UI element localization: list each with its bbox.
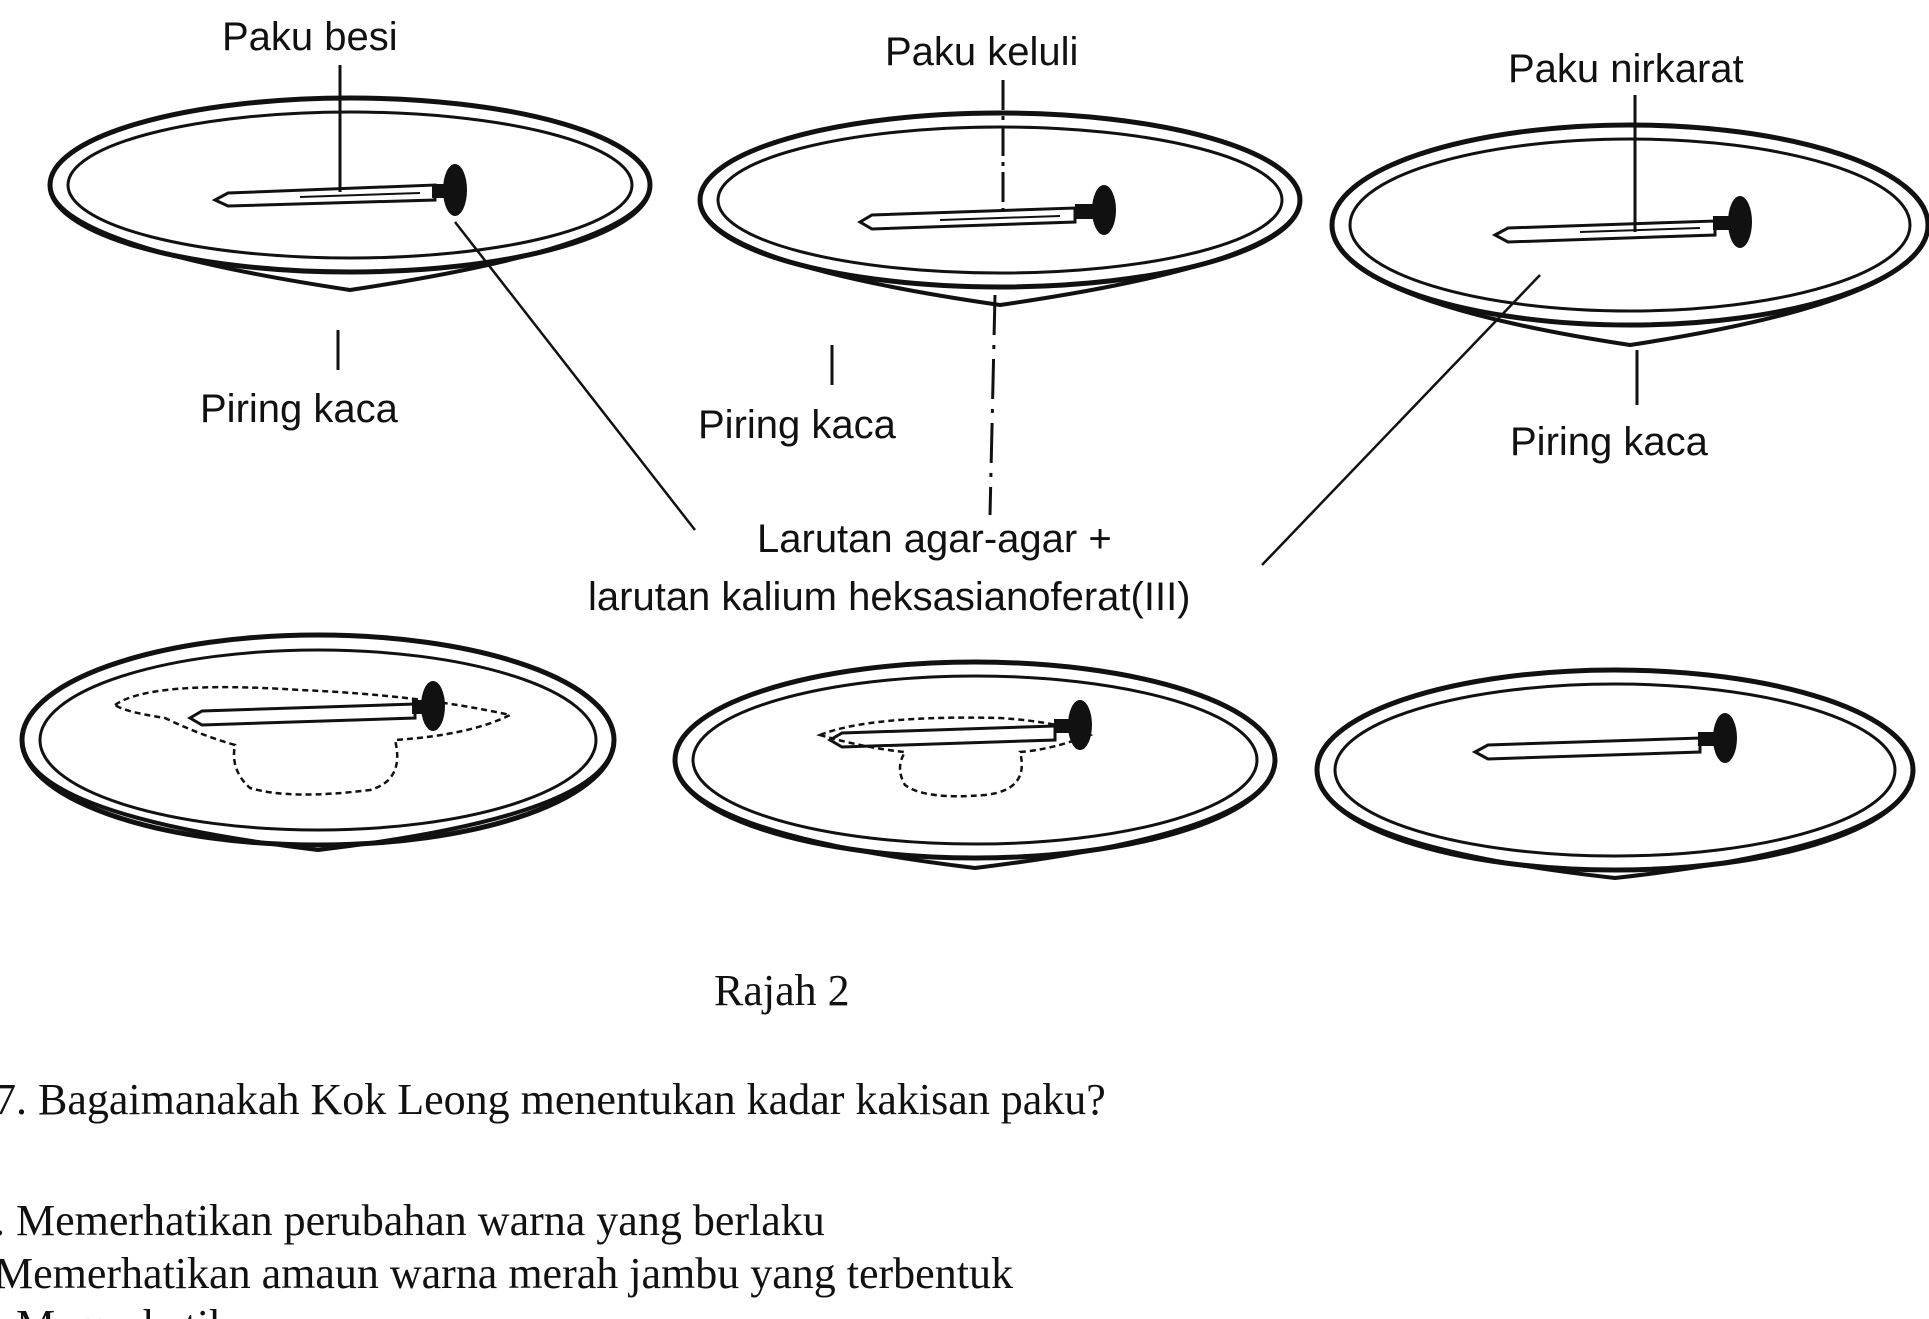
dish-top-2 xyxy=(697,110,1303,308)
dish-top-1 xyxy=(47,95,653,293)
leader-lines xyxy=(336,65,1639,566)
plate-label-2: Piring kaca xyxy=(698,403,897,447)
dish-top-3 xyxy=(1329,122,1929,348)
figure-caption: Rajah 2 xyxy=(714,966,850,1015)
option-c: . Memerhatikan . . . . . . . . . . . . .… xyxy=(0,1301,779,1319)
nail-bottom-1 xyxy=(187,681,445,731)
color-patch-bottom-1 xyxy=(112,685,514,796)
dish-bottom-2 xyxy=(672,659,1278,871)
plate-label-1: Piring kaca xyxy=(200,387,399,431)
color-patch-bottom-2 xyxy=(816,716,1094,798)
dish-bottom-1 xyxy=(19,632,617,853)
nail-top-2 xyxy=(857,185,1116,235)
dish-bottom-3 xyxy=(1314,667,1916,881)
solution-label-line1: Larutan agar-agar + xyxy=(757,517,1112,561)
plate-label-3: Piring kaca xyxy=(1510,420,1709,464)
nail-label-iron: Paku besi xyxy=(222,15,398,59)
nail-bottom-3 xyxy=(1471,713,1737,763)
solution-label-line2: larutan kalium heksasianoferat(III) xyxy=(588,575,1191,619)
nail-bottom-2 xyxy=(827,700,1092,750)
option-a: . Memerhatikan perubahan warna yang berl… xyxy=(0,1196,825,1245)
option-b: Memerhatikan amaun warna merah jambu yan… xyxy=(0,1249,1013,1298)
nail-label-stainless: Paku nirkarat xyxy=(1508,47,1744,91)
nail-label-steel: Paku keluli xyxy=(885,30,1078,74)
question-text: 7. Bagaimanakah Kok Leong menentukan kad… xyxy=(0,1075,1106,1124)
nail-top-3 xyxy=(1491,196,1752,248)
nail-top-1 xyxy=(211,164,467,216)
